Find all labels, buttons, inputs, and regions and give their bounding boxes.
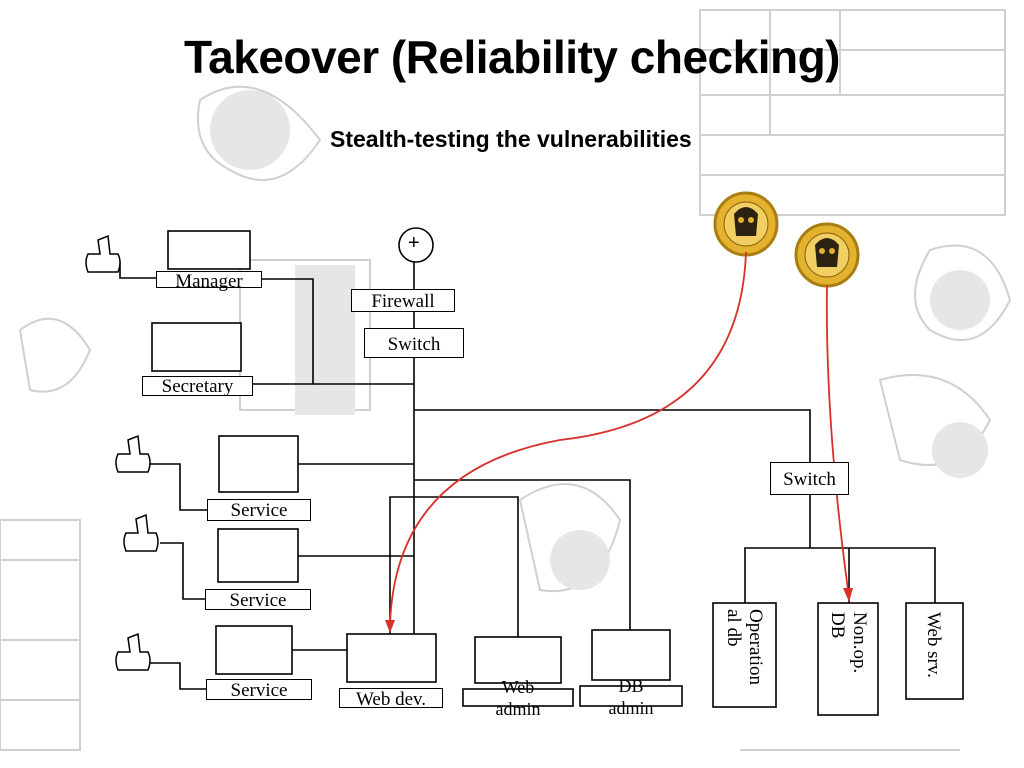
service-computer-2 [217,528,299,583]
service-computer-1 [218,435,299,493]
hacker-coin-icon [794,222,860,288]
slide-title: Takeover (Reliability checking) [184,31,841,83]
operational-db-label: Operation al db [722,609,766,701]
attack-arrow [389,251,849,626]
manager-computer [167,230,251,270]
db-admin-label: DB admin [592,675,670,719]
web-admin-computer [474,636,562,684]
secretary-label: Secretary [142,376,253,396]
internet-icon [398,227,434,263]
service-label-2: Service [205,589,311,610]
web-srv-label: Web srv. [923,612,944,678]
firewall-label: Firewall [351,289,455,312]
web-srv-box [905,602,964,700]
operational-db-line-1: Operation [745,609,766,685]
operational-db-line-2: al db [723,609,744,647]
db-admin-line-1: DB [618,676,644,696]
secretary-computer [151,322,242,372]
web-dev-computer [346,633,437,683]
manager-label: Manager [156,271,262,291]
db-admin-computer [591,629,671,681]
service-computer-3 [215,625,293,675]
service-label-3: Service [206,679,312,700]
web-dev-label: Web dev. [339,688,443,709]
switch-right-label: Switch [770,462,849,495]
web-admin-line-1: Web [501,677,535,697]
internet-symbol: + [408,232,420,254]
hacker-coin-icon [713,191,779,257]
operational-db-box [712,602,777,708]
service-label-1: Service [207,499,311,521]
nonop-db-label: Non.op. DB [826,612,870,708]
db-admin-line-2: admin [608,698,654,718]
nonop-db-line-1: Non.op. [849,612,870,674]
nonop-db-box [817,602,879,716]
nonop-db-line-2: DB [827,612,848,639]
slide-subtitle: Stealth-testing the vulnerabilities [330,126,692,152]
web-admin-label: Web admin [480,676,556,720]
phone-icon [85,234,159,671]
web-admin-line-2: admin [495,699,541,719]
switch-main-label: Switch [364,328,464,358]
